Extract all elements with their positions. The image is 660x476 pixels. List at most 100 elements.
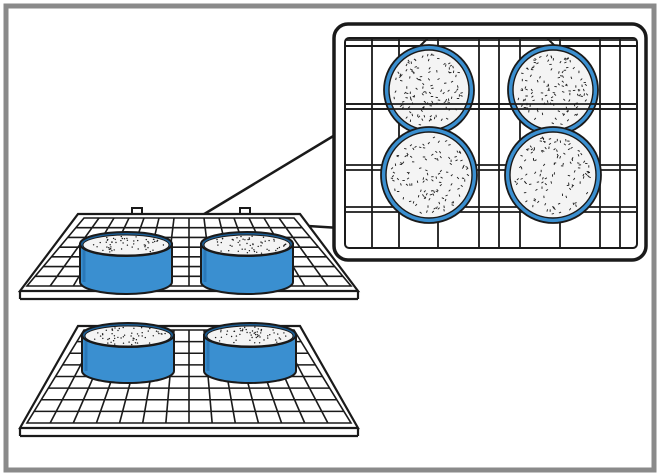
batter-speckle — [541, 136, 544, 140]
batter-speckle — [128, 341, 130, 343]
batter-speckle — [550, 99, 554, 102]
batter-speckle — [439, 183, 442, 187]
batter-speckle — [120, 248, 123, 250]
batter-speckle — [419, 211, 422, 214]
batter-speckle — [563, 152, 566, 155]
batter-speckle — [560, 123, 563, 125]
batter-speckle — [239, 327, 241, 330]
batter-speckle — [570, 76, 573, 80]
batter-speckle — [141, 332, 143, 334]
batter-speckle — [113, 249, 115, 251]
batter-speckle — [112, 237, 115, 240]
batter-speckle — [110, 341, 112, 343]
batter-speckle — [121, 237, 124, 240]
batter-speckle — [524, 98, 527, 102]
batter-speckle — [122, 342, 125, 344]
batter-speckle — [133, 338, 135, 340]
batter-speckle — [152, 249, 154, 251]
batter-speckle — [447, 89, 450, 92]
batter-speckle — [416, 114, 419, 117]
batter-speckle — [401, 100, 405, 103]
batter-speckle — [258, 342, 261, 344]
batter-speckle — [546, 209, 549, 212]
batter-speckle — [447, 71, 451, 74]
batter-speckle — [440, 118, 443, 122]
batter-speckle — [145, 238, 147, 241]
batter-speckle — [241, 330, 244, 332]
pan-batter — [84, 325, 172, 347]
batter-speckle — [250, 334, 252, 336]
batter-speckle — [216, 238, 218, 241]
batter-speckle — [423, 100, 427, 103]
batter-speckle — [582, 173, 585, 177]
batter-speckle — [456, 176, 460, 180]
batter-speckle — [525, 67, 529, 70]
batter-speckle — [563, 98, 566, 101]
batter-speckle — [557, 76, 561, 79]
batter-speckle — [450, 183, 453, 186]
batter-speckle — [111, 329, 113, 331]
batter-speckle — [108, 247, 110, 249]
batter-speckle — [267, 335, 269, 337]
batter-speckle — [429, 118, 433, 121]
batter-speckle — [563, 143, 567, 146]
batter-speckle — [544, 177, 548, 180]
batter-speckle — [456, 150, 459, 153]
batter-speckle — [566, 109, 569, 113]
batter-speckle — [439, 150, 442, 154]
batter-speckle — [536, 62, 539, 65]
batter-speckle — [256, 331, 258, 333]
batter-speckle — [424, 158, 428, 161]
batter-speckle — [465, 167, 469, 170]
batter-speckle — [407, 59, 410, 63]
batter-speckle — [405, 116, 408, 119]
batter-speckle — [246, 242, 248, 245]
batter-speckle — [249, 339, 251, 341]
batter-speckle — [548, 142, 552, 145]
batter-speckle — [261, 242, 263, 244]
batter-speckle — [544, 202, 547, 206]
batter-speckle — [420, 109, 423, 112]
batter-speckle — [285, 335, 287, 337]
batter-speckle — [412, 71, 415, 74]
batter-speckle — [561, 70, 564, 74]
batter-speckle — [102, 334, 104, 336]
batter-speckle — [105, 329, 108, 331]
batter-speckle — [233, 341, 235, 344]
batter-speckle — [402, 161, 405, 164]
batter-speckle — [147, 247, 149, 249]
batter-speckle — [425, 91, 427, 94]
batter-speckle — [279, 338, 282, 340]
batter-speckle — [158, 332, 160, 335]
batter-speckle — [550, 68, 553, 71]
pan-batter — [203, 234, 291, 256]
batter-speckle — [399, 104, 403, 107]
batter-speckle — [444, 198, 447, 202]
cake-pan — [81, 322, 175, 384]
pan-side — [200, 243, 294, 295]
batter-speckle — [435, 96, 438, 99]
batter-speckle — [539, 140, 543, 142]
batter-speckle — [233, 330, 235, 333]
batter-speckle — [242, 328, 244, 330]
batter-speckle — [531, 66, 534, 70]
batter-speckle — [455, 74, 457, 78]
batter-speckle — [220, 329, 222, 331]
batter-speckle — [246, 252, 249, 254]
batter-speckle — [526, 148, 530, 150]
batter-speckle — [577, 154, 580, 157]
batter-speckle — [460, 94, 463, 97]
batter-speckle — [272, 329, 274, 331]
batter-speckle — [400, 162, 403, 165]
batter-speckle — [107, 342, 109, 344]
batter-speckle — [566, 58, 570, 60]
batter-speckle — [422, 143, 425, 146]
batter-speckle — [143, 244, 145, 246]
batter-speckle — [256, 334, 259, 336]
batter-speckle — [111, 250, 113, 252]
batter-speckle — [454, 91, 457, 94]
batter-speckle — [405, 183, 409, 186]
batter-speckle — [541, 149, 545, 152]
batter-speckle — [545, 189, 549, 191]
batter-speckle — [220, 336, 223, 338]
